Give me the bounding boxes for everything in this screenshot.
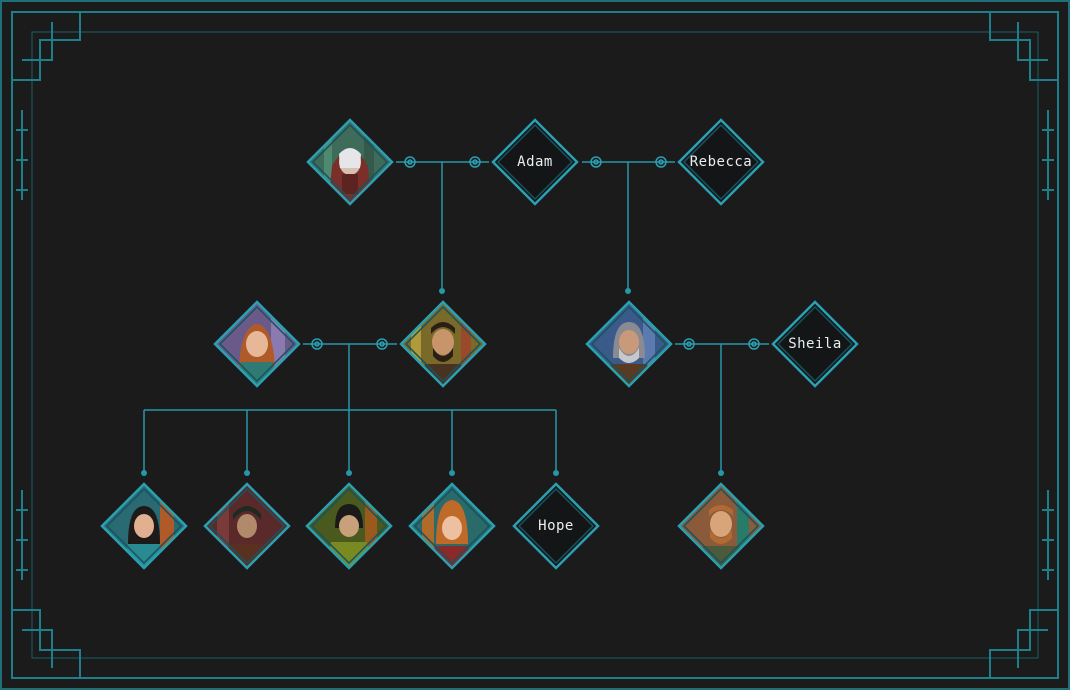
dark-haired-woman-portrait: [100, 482, 188, 570]
name-diamond-frame: [491, 118, 579, 206]
sheila-name: Sheila: [788, 336, 842, 352]
adam-name: Adam: [517, 154, 553, 170]
name-diamond-frame: [677, 118, 765, 206]
white-haired-hooded-portrait: [306, 118, 394, 206]
child-node-1[interactable]: [98, 480, 190, 572]
ring-icon: [655, 156, 667, 168]
green-scarf-youth-portrait: [305, 482, 393, 570]
child-node-2[interactable]: [201, 480, 293, 572]
red-haired-woman-portrait: [213, 300, 301, 388]
ring-icon: [590, 156, 602, 168]
child-node-4[interactable]: [406, 480, 498, 572]
player-portrait-node[interactable]: [304, 116, 396, 208]
scarred-man-portrait: [203, 482, 291, 570]
grey-bearded-man-portrait: [585, 300, 673, 388]
ring-icon: [683, 338, 695, 350]
rebecca-name: Rebecca: [689, 154, 753, 170]
ring-icon: [376, 338, 388, 350]
child-node-3[interactable]: [303, 480, 395, 572]
rebecca-node[interactable]: Rebecca: [675, 116, 767, 208]
ring-icon: [748, 338, 760, 350]
grey-bearded-man-node[interactable]: [583, 298, 675, 390]
adam-node[interactable]: Adam: [489, 116, 581, 208]
ring-icon: [404, 156, 416, 168]
ginger-bearded-man-node[interactable]: [675, 480, 767, 572]
ginger-bearded-man-portrait: [677, 482, 765, 570]
bearded-man-portrait: [399, 300, 487, 388]
auburn-haired-girl-portrait: [408, 482, 496, 570]
name-diamond-frame: [771, 300, 859, 388]
red-haired-woman-node[interactable]: [211, 298, 303, 390]
bearded-man-node[interactable]: [397, 298, 489, 390]
ring-icon: [311, 338, 323, 350]
name-diamond-frame: [512, 482, 600, 570]
ring-icon: [469, 156, 481, 168]
sheila-node[interactable]: Sheila: [769, 298, 861, 390]
hope-node[interactable]: Hope: [510, 480, 602, 572]
hope-name: Hope: [538, 518, 574, 534]
